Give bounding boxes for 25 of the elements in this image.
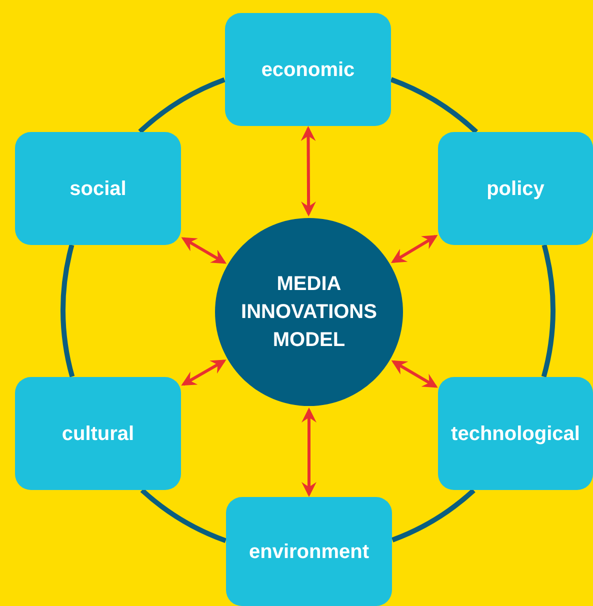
model-title: MEDIA INNOVATIONS MODEL xyxy=(240,272,378,353)
factor-box xyxy=(226,497,392,606)
double-arrow xyxy=(302,408,316,497)
double-arrow xyxy=(300,126,316,216)
factor-label: technological xyxy=(451,422,580,446)
double-arrow xyxy=(181,237,227,264)
factor-box xyxy=(15,377,181,490)
ring-arc xyxy=(138,77,226,134)
factor-label: cultural xyxy=(62,422,134,446)
factor-label: policy xyxy=(486,176,544,200)
double-arrow xyxy=(391,360,438,388)
factor-label: environment xyxy=(248,540,370,564)
double-arrow xyxy=(181,360,226,386)
double-arrow xyxy=(390,235,438,263)
factor-box xyxy=(438,132,593,245)
ring-arc xyxy=(390,77,478,134)
ring-arc xyxy=(140,488,227,543)
factor-box xyxy=(438,377,593,490)
factor-box xyxy=(15,132,181,245)
factor-box xyxy=(225,13,391,126)
ring-arc xyxy=(391,488,476,542)
factor-label: social xyxy=(70,176,126,200)
factor-label: economic xyxy=(261,58,355,82)
ring-arc xyxy=(60,244,75,378)
ring-arc xyxy=(541,244,556,378)
